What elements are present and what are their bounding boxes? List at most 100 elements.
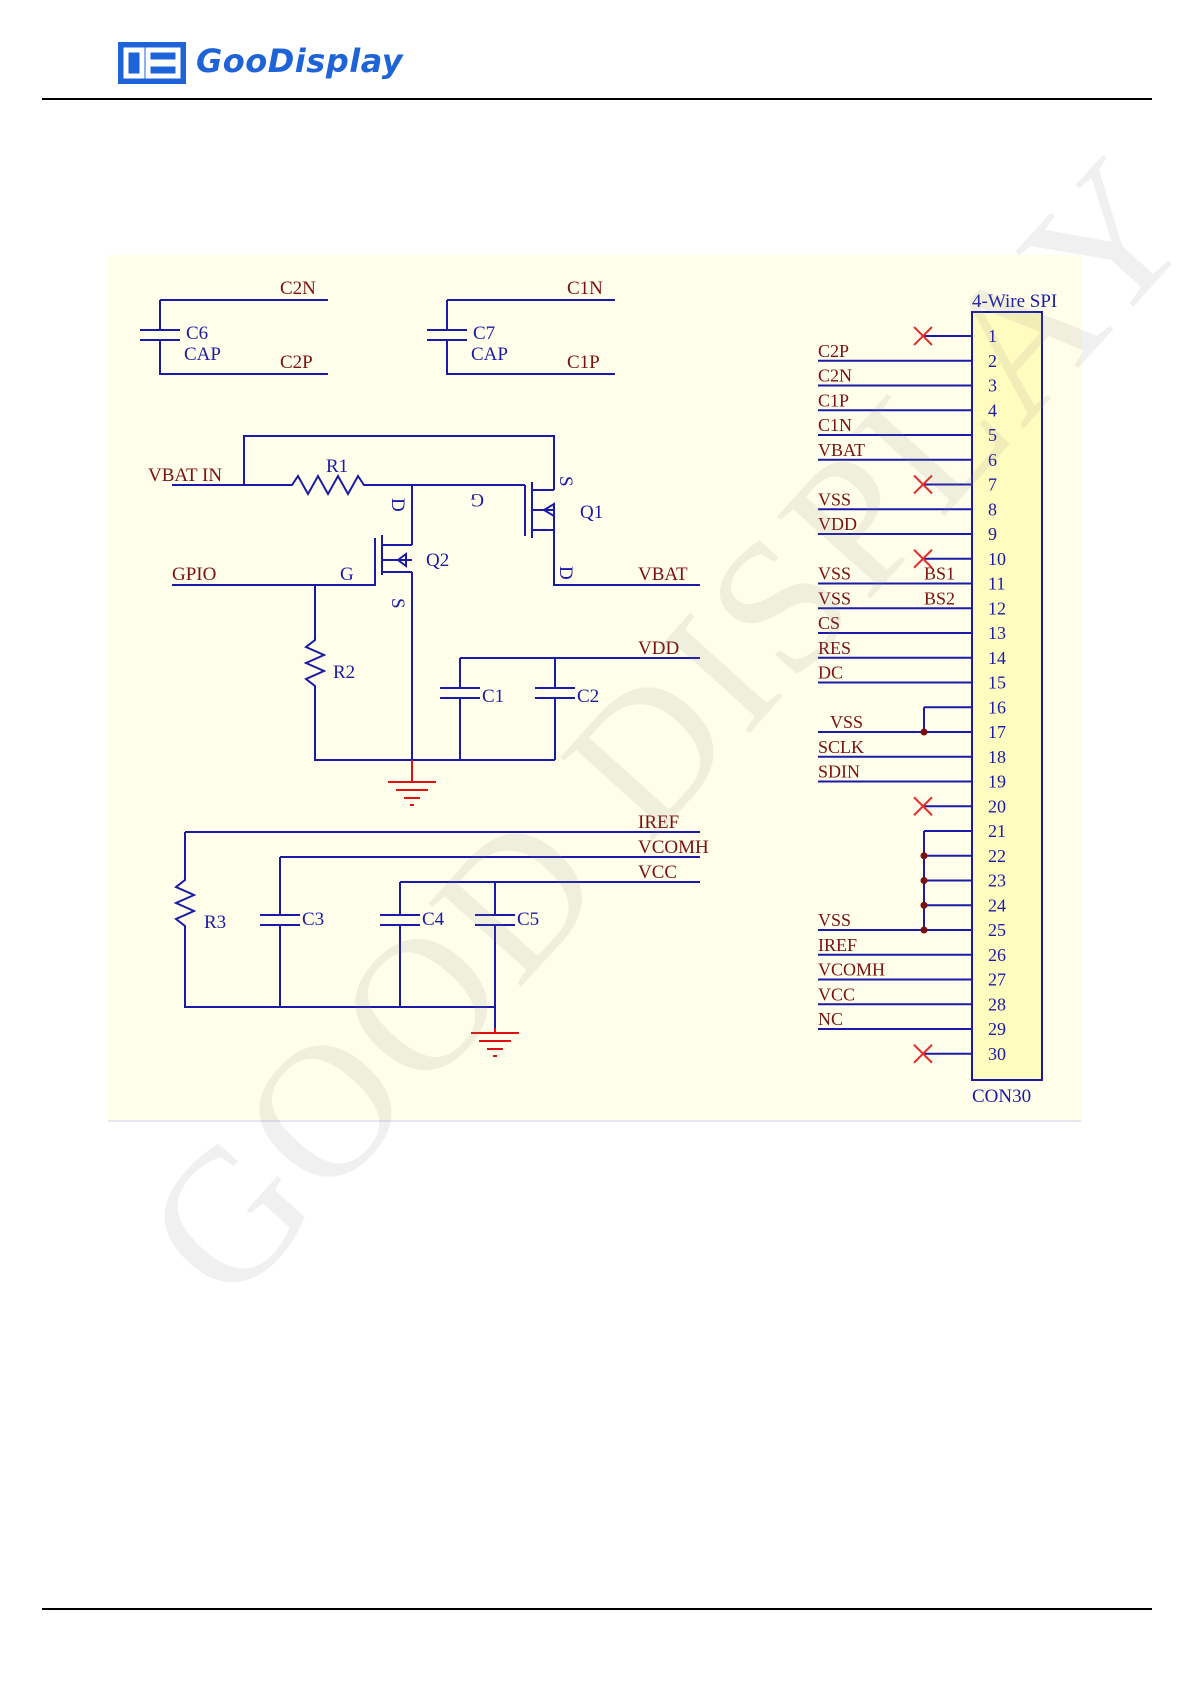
header-divider (42, 98, 1152, 100)
no-connect-icon (913, 796, 933, 816)
net-label-c1p: C1P (567, 352, 600, 373)
connector-pin: 14 RES (818, 638, 1006, 668)
net-label-vbat-in: VBAT IN (148, 465, 222, 486)
q1-drain-pin: D (555, 566, 576, 580)
q1-gate-pin: G (470, 489, 484, 510)
pin-number: 13 (988, 623, 1006, 643)
connector-pin: 30 (913, 1044, 1006, 1064)
pin-tag-label: BS2 (924, 588, 955, 608)
pin-number: 19 (988, 772, 1006, 792)
q1-source-pin: S (555, 476, 576, 487)
pin-net-label: C1P (818, 390, 849, 410)
brand-logo: GooDisplay (118, 40, 418, 86)
pin-number: 26 (988, 945, 1006, 965)
pin-number: 14 (988, 648, 1006, 668)
q2-mosfet-icon (381, 535, 413, 760)
net-label-vcc: VCC (638, 862, 677, 883)
pin-number: 28 (988, 994, 1006, 1014)
r1-designator: R1 (326, 456, 348, 477)
pin-net-label: VSS (818, 489, 851, 509)
pin-number: 4 (988, 400, 997, 420)
connector-name: CON30 (972, 1086, 1031, 1107)
pin-number: 22 (988, 846, 1006, 866)
pin-number: 29 (988, 1019, 1006, 1039)
pin-number: 18 (988, 747, 1006, 767)
connector-pin: 20 (913, 796, 1006, 816)
pin-number: 5 (988, 425, 997, 445)
c5-designator: C5 (517, 909, 539, 930)
pin-net-label: VBAT (818, 440, 865, 460)
connector-pin: 19 SDIN (818, 762, 1006, 792)
brand-name: GooDisplay (196, 42, 404, 80)
pin-number: 25 (988, 920, 1006, 940)
pin-number: 24 (988, 895, 1006, 915)
r3-resistor-icon (173, 831, 700, 1008)
connector-pin: 26 IREF (818, 935, 1006, 965)
c6-wires (159, 299, 328, 375)
junction-dot (920, 926, 928, 934)
gpio-wire (172, 538, 376, 586)
pin-net-label: RES (818, 638, 851, 658)
q2-drain-pin: D (387, 498, 408, 512)
pin-net-label: IREF (818, 935, 857, 955)
net-label-c1n: C1N (567, 278, 603, 299)
junction-dot (920, 901, 928, 909)
connector-pin: 16 (924, 697, 1006, 717)
pin-tag-label: BS1 (924, 564, 955, 584)
connector-pin: 21 (924, 821, 1006, 841)
ground-icon (388, 760, 436, 806)
pin-number: 17 (988, 722, 1006, 742)
connector-pin: 24 (924, 895, 1006, 915)
vbat-in-wire (172, 435, 555, 490)
c6-designator: C6 (186, 323, 208, 344)
c7-capacitor-icon (427, 329, 467, 341)
q1-mosfet-icon (524, 482, 700, 586)
q2-source-pin: S (387, 598, 408, 609)
r2-designator: R2 (333, 662, 355, 683)
footer-divider (42, 1608, 1152, 1610)
c7-type: CAP (471, 344, 508, 365)
junction-dot (920, 728, 928, 736)
pin-number: 16 (988, 697, 1006, 717)
pin-net-label: C2P (818, 341, 849, 361)
connector-pin: 23 (924, 871, 1006, 891)
pin-net-label: SDIN (818, 762, 860, 782)
c1-capacitor-icon (440, 687, 480, 699)
connector-pin: 5 C1N (818, 415, 997, 445)
q2-gate-pin: G (340, 564, 354, 585)
pin-number: 15 (988, 673, 1006, 693)
c2-capacitor-icon (535, 687, 575, 699)
pin-number: 27 (988, 970, 1006, 990)
pin-number: 6 (988, 450, 997, 470)
connector-pin: 7 (913, 474, 997, 495)
no-connect-icon (913, 474, 933, 495)
pin-number: 1 (988, 326, 997, 346)
brand-logo-icon (118, 42, 186, 84)
ground-icon (471, 1028, 519, 1057)
pin-net-label: NC (818, 1009, 843, 1029)
net-label-vdd: VDD (638, 638, 679, 659)
junction-dot (920, 877, 928, 884)
c3-capacitor-icon (260, 914, 300, 926)
pin-net-label: VSS (818, 564, 851, 584)
pin-net-label: VDD (818, 514, 857, 534)
r1-resistor-icon (244, 473, 525, 497)
pin-net-label: C1N (818, 415, 852, 435)
c3-designator: C3 (302, 909, 324, 930)
net-label-c2n: C2N (280, 278, 316, 299)
net-label-vbat: VBAT (638, 564, 688, 585)
pin-number: 3 (988, 376, 997, 396)
pin-net-label: SCLK (818, 737, 864, 757)
